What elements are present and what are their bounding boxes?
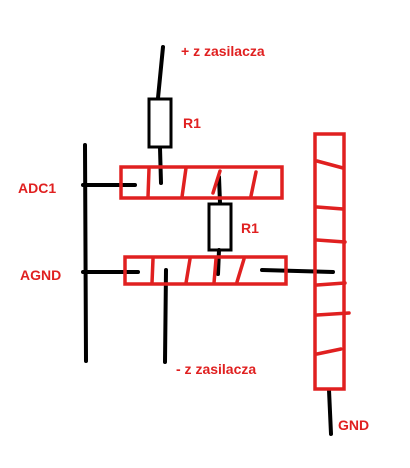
left-bus-wire	[83, 143, 88, 363]
gnd-strip-cut-2	[315, 205, 345, 211]
tracks	[119, 132, 351, 391]
upper-track	[119, 165, 284, 200]
gnd-strip	[313, 132, 346, 391]
gnd-strip-cut-3	[315, 238, 347, 244]
upper-track-cut-1	[146, 167, 151, 199]
label-agnd: AGND	[20, 267, 61, 283]
label-plus-supply: + z zasilacza	[181, 43, 265, 59]
upper-track-cut-2	[180, 166, 188, 199]
resistor-r1-top	[147, 97, 173, 149]
gnd-strip-cut-6	[315, 347, 343, 356]
wires	[81, 45, 335, 436]
supply-plus-wire	[156, 45, 165, 100]
upper-track-cut-3	[211, 169, 222, 195]
r1-middle-bottom-wire	[216, 248, 221, 276]
label-gnd: GND	[338, 417, 369, 433]
lower-track	[123, 255, 288, 286]
lower-track-cut-3	[212, 257, 218, 285]
gnd-strip-cut-1	[315, 159, 345, 170]
upper-track-cut-4	[249, 170, 258, 198]
gnd-strip-cut-5	[315, 311, 351, 317]
label-minus-supply: - z zasilacza	[176, 361, 256, 377]
label-adc1: ADC1	[18, 180, 56, 196]
label-r1-middle: R1	[241, 220, 259, 236]
lower-track-cut-4	[235, 257, 246, 284]
label-r1-top: R1	[183, 115, 201, 131]
lower-track-cut-1	[150, 257, 155, 285]
resistor-r1-middle	[207, 202, 233, 252]
gnd-wire	[327, 388, 333, 436]
track-to-gnd-strip-wire	[260, 268, 335, 274]
gnd-strip-cut-4	[315, 281, 347, 287]
lower-track-cut-2	[184, 257, 192, 285]
